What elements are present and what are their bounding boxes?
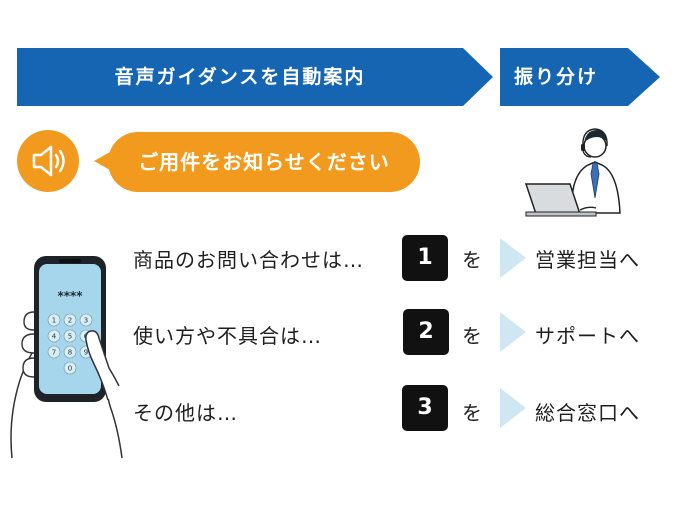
option-destination: 営業担当へ — [535, 248, 640, 272]
routing-banner-arrow — [500, 48, 660, 106]
speaker-icon — [32, 145, 65, 177]
guidance-banner: 音声ガイダンスを自動案内 — [17, 48, 495, 106]
option-key-badge: 3 — [402, 385, 448, 431]
option-destination: サポートへ — [535, 324, 640, 348]
keypad-key: 7 — [52, 349, 56, 357]
guidance-banner-arrow — [17, 48, 493, 106]
keypad-key: 4 — [52, 333, 57, 341]
chevron-right-icon — [500, 312, 526, 352]
phone-keypad: 1 2 3 4 5 6 7 8 9 0 — [47, 313, 93, 375]
keypad-key: 1 — [52, 317, 56, 325]
chevron-right-icon — [500, 238, 526, 278]
routing-banner-label: 振り分け — [514, 66, 599, 88]
keypad-key: 9 — [84, 349, 88, 357]
keypad-key: 2 — [68, 317, 72, 325]
guidance-banner-label: 音声ガイダンスを自動案内 — [114, 66, 366, 88]
option-question: 使い方や不具合は… — [133, 324, 322, 348]
keypad-key: 3 — [84, 317, 88, 325]
option-key-badge: 2 — [403, 309, 449, 355]
option-destination: 総合窓口へ — [535, 401, 640, 425]
option-particle: を — [462, 324, 482, 348]
keypad-key: 8 — [68, 349, 72, 357]
keypad-key: 5 — [68, 333, 72, 341]
smartphone-illustration: **** 1 2 3 4 5 6 7 8 9 0 — [10, 256, 123, 459]
option-key-badge: 1 — [402, 235, 448, 281]
option-question: 商品のお問い合わせは… — [133, 248, 364, 272]
option-particle: を — [462, 248, 482, 272]
routing-banner: 振り分け — [500, 48, 663, 106]
option-particle: を — [462, 401, 482, 425]
speech-bubble: ご用件をお知らせください — [108, 132, 420, 192]
option-question: その他は… — [133, 401, 238, 425]
chevron-right-icon — [500, 388, 526, 428]
keypad-key: 0 — [68, 365, 72, 373]
operator-illustration — [524, 128, 621, 217]
speech-bubble-tail — [94, 152, 110, 170]
phone-display: **** — [57, 289, 83, 303]
speaker-badge — [17, 130, 79, 192]
